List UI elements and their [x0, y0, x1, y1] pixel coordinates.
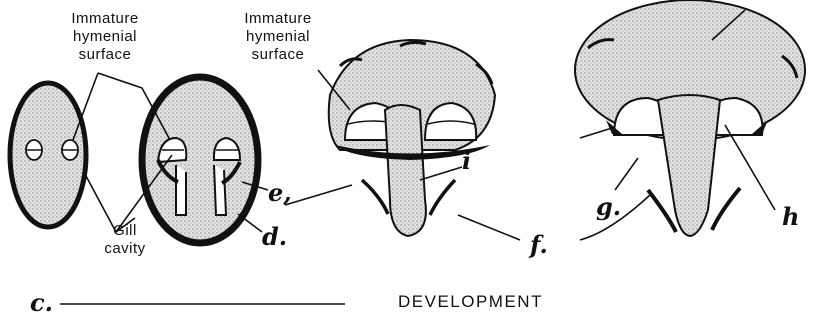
letter-g: g. — [596, 192, 621, 221]
letter-c: c. — [30, 288, 53, 317]
letter-e: e, — [268, 178, 292, 207]
letter-f: f. — [530, 230, 548, 259]
letter-i: i — [462, 146, 471, 175]
stage-2-button — [142, 77, 258, 243]
stage-1-primordium — [10, 83, 86, 227]
letter-d: d. — [262, 222, 287, 251]
caption-development: DEVELOPMENT — [398, 292, 543, 312]
label-immature-hymenial-left: Immature hymenial surface — [60, 10, 150, 64]
letter-h: h — [782, 202, 799, 231]
label-gill-cavity: Gill cavity — [90, 222, 160, 258]
stage-3-expanding — [329, 40, 495, 236]
label-immature-hymenial-right: Immature hymenial surface — [228, 10, 328, 64]
